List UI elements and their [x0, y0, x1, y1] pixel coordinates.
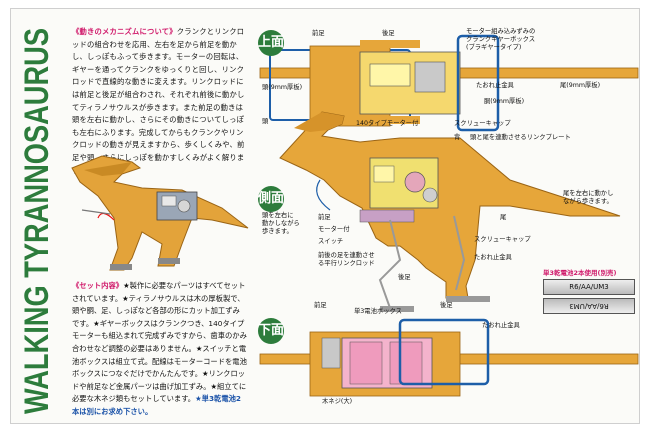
label-head-note: 頭を左右に 動かしながら 歩きます。	[262, 212, 300, 235]
label-head: 頭	[262, 118, 269, 125]
label-motor-with: モーター付	[318, 226, 350, 233]
side-view-badge: 側面	[258, 186, 284, 212]
battery-usage-note: 単3乾電池2本使用(別売)	[543, 269, 617, 277]
label-link-plate: 頭と尾を連動させるリンクプレート	[470, 134, 571, 141]
mechanism-heading: 《動きのメカニズムについて》	[72, 27, 177, 36]
label-link-rod: 前後の足を連動させ る平行リンクロッド	[318, 252, 375, 267]
label-tail-thick: 尾(9mm厚板)	[560, 82, 601, 89]
label-screw-cap: スクリューキャップ	[454, 120, 511, 127]
label-front-leg-bottom: 前足	[314, 302, 327, 309]
label-battery-box: 単3電池ボックス	[354, 308, 402, 315]
model-dinosaur-illustration	[71, 155, 249, 271]
label-tail: 尾	[500, 214, 507, 221]
contents-heading: 《セット内容》	[72, 281, 124, 290]
vertical-title: WALKING TYRANNOSAURUS	[12, 18, 60, 420]
contents-body: ★製作に必要なパーツはすべてセットされています。★ティラノサウルスは木の厚板製で…	[72, 281, 247, 404]
mechanism-body: クランクとリンクロッドの組合わせを応用、左右を足から前足を動かし、しっぽもふって…	[72, 27, 245, 175]
label-wood-screw: 木ネジ(大)	[322, 398, 353, 405]
bottom-view-diagram	[259, 318, 639, 397]
label-hind-leg-top: 後足	[382, 30, 395, 37]
label-stopper-side: たおれ止金具	[474, 254, 512, 261]
model-photo	[62, 148, 252, 273]
label-front-leg-top: 前足	[312, 30, 325, 37]
label-stopper-bottom: たおれ止金具	[482, 322, 520, 329]
label-stopper-top: たおれ止金具	[476, 82, 514, 89]
label-switch: スイッチ	[318, 238, 344, 245]
label-hind-leg-side: 後足	[398, 274, 411, 281]
label-head-thick: 頭(9mm厚板)	[262, 84, 303, 91]
label-front-leg-side: 前足	[318, 214, 331, 221]
battery-note: ★単3乾電池2本は別にお求め下さい。	[72, 394, 241, 416]
bottom-view-badge: 下面	[258, 318, 284, 344]
label-screw-cap-2: スクリューキャップ	[474, 236, 531, 243]
label-motor: 140タイプモーター付	[356, 120, 419, 127]
side-view-diagram	[279, 111, 621, 312]
top-view-badge: 上面	[258, 30, 284, 56]
label-gearbox: モーター組み込みずみの クランクギヤーボックス (ブラギヤータイプ)	[466, 28, 536, 51]
assembly-diagram	[250, 20, 642, 420]
set-contents: 《セット内容》★製作に必要なパーツはすべてセットされています。★ティラノサウルス…	[72, 280, 247, 419]
mechanism-description: 《動きのメカニズムについて》クランクとリンクロッドの組合わせを応用、左右を足から…	[72, 26, 247, 177]
battery-cell-2: R6/AA/UM3	[543, 298, 635, 314]
label-hind-leg-bottom: 後足	[440, 302, 453, 309]
label-body-thick: 胴(9mm厚板)	[484, 98, 525, 105]
label-back: 背	[454, 134, 461, 141]
battery-cell-1: R6/AA/UM3	[543, 279, 635, 295]
label-tail-note: 尾を左右に動かし ながら歩きます。	[563, 190, 614, 205]
title-text: WALKING TYRANNOSAURUS	[18, 28, 56, 414]
